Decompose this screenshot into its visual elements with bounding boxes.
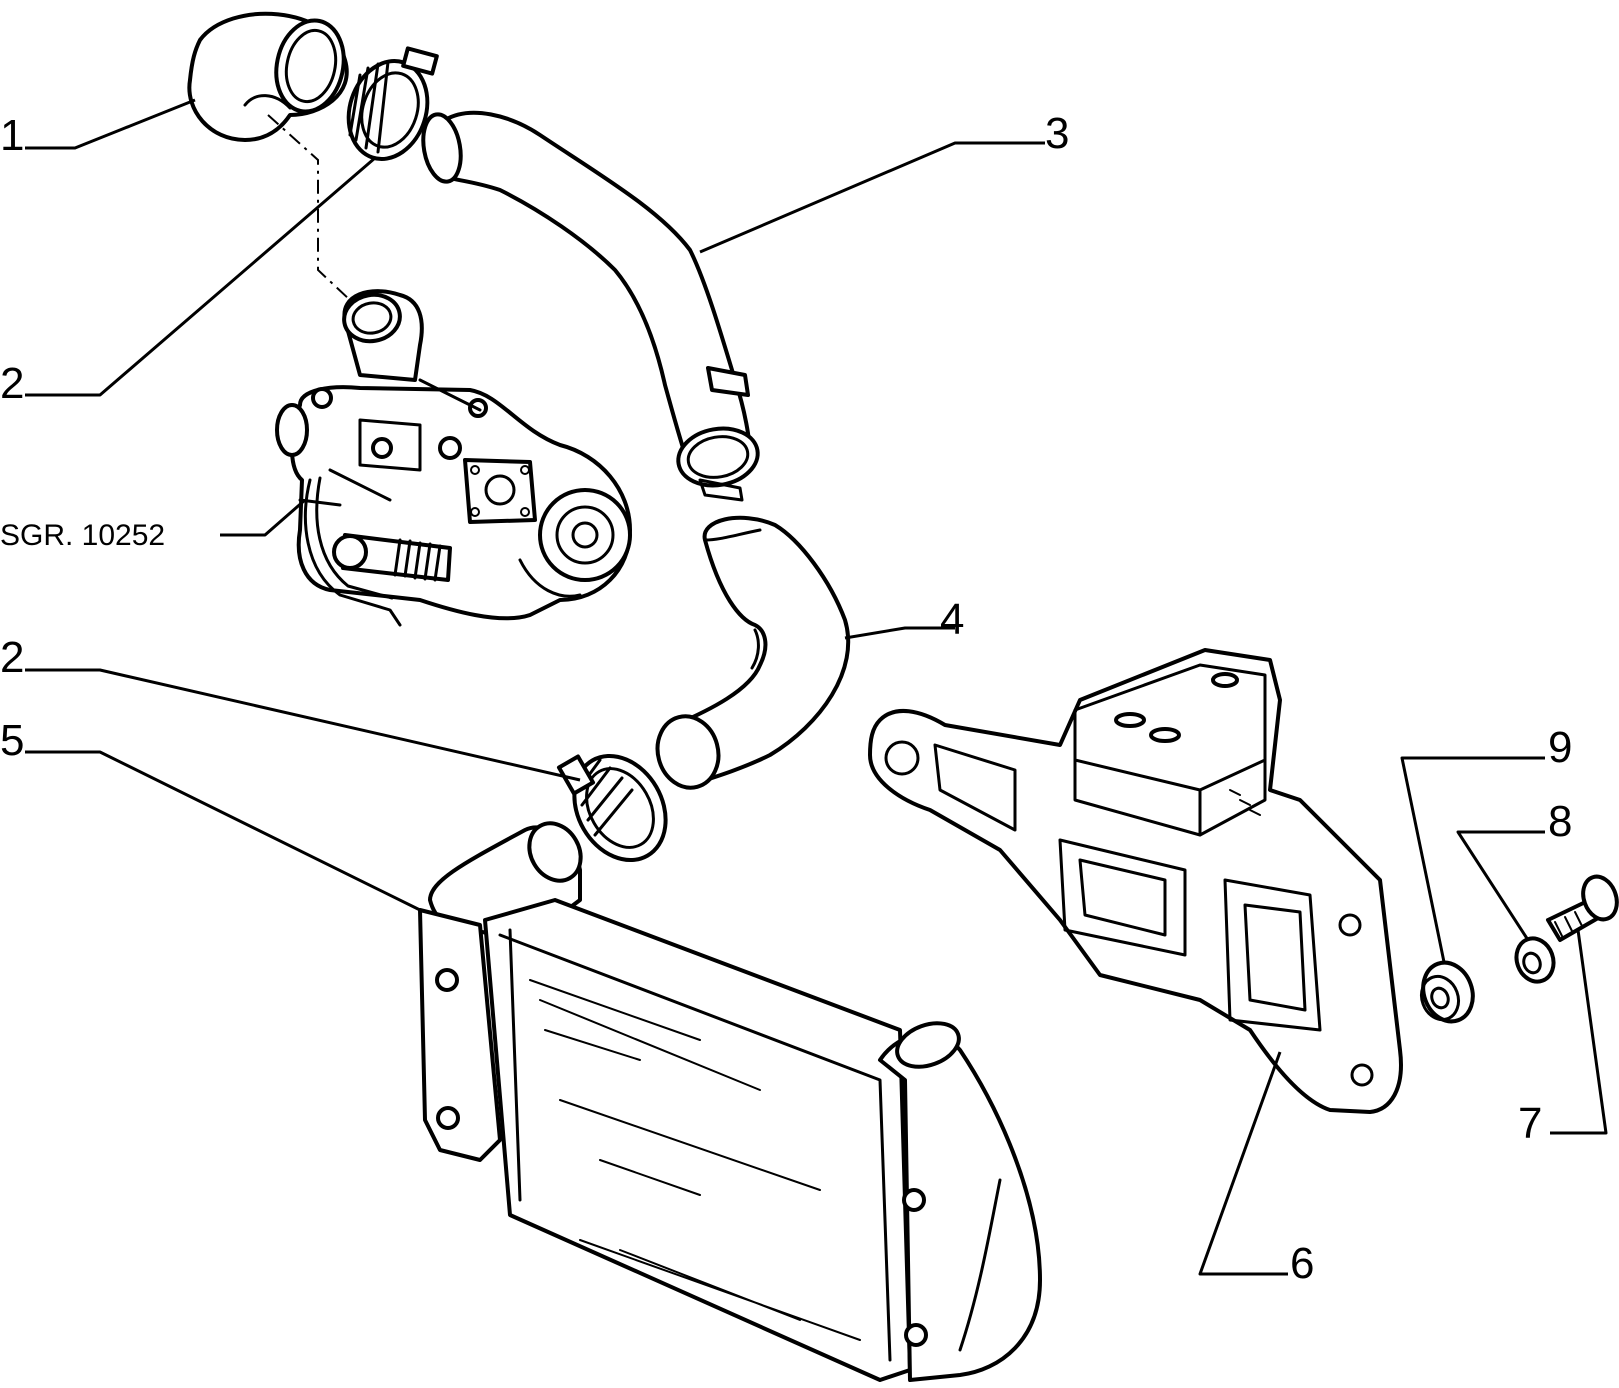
leader-lines bbox=[25, 98, 1608, 1276]
leader-1 bbox=[25, 98, 196, 150]
turbocharger-assembly bbox=[275, 289, 632, 627]
callout-1: 1 bbox=[0, 111, 24, 160]
callout-5: 5 bbox=[0, 716, 24, 765]
part-1-elbow-hose bbox=[187, 11, 349, 142]
callout-2-upper: 2 bbox=[0, 359, 24, 408]
callout-7: 7 bbox=[1518, 1099, 1542, 1148]
part-6-mounting-bracket bbox=[868, 648, 1403, 1114]
leader-9 bbox=[1400, 756, 1545, 963]
callout-9: 9 bbox=[1548, 723, 1572, 772]
callout-6: 6 bbox=[1290, 1239, 1314, 1288]
part-7-bolt bbox=[1546, 874, 1619, 942]
leader-3 bbox=[699, 141, 1045, 254]
leader-turbo-ref bbox=[220, 498, 306, 537]
callout-3: 3 bbox=[1045, 109, 1069, 158]
leader-6 bbox=[1198, 1051, 1288, 1276]
part-2-hose-clamp-upper bbox=[346, 46, 439, 161]
leader-2-upper bbox=[25, 156, 376, 397]
leader-7 bbox=[1550, 929, 1608, 1135]
leader-4 bbox=[844, 626, 955, 640]
callout-8: 8 bbox=[1548, 797, 1572, 846]
callout-labels: 1 2 3 SGR. 10252 4 2 5 9 8 7 6 bbox=[0, 109, 1572, 1288]
part-4-curved-hose bbox=[655, 515, 851, 790]
part-2-hose-clamp-lower bbox=[556, 753, 668, 863]
part-5-intercooler bbox=[418, 821, 1042, 1382]
callout-4: 4 bbox=[940, 595, 964, 644]
assembly-axis-line bbox=[267, 114, 351, 301]
leader-2-lower bbox=[25, 668, 581, 782]
callout-2-lower: 2 bbox=[0, 633, 24, 682]
leader-8 bbox=[1456, 830, 1545, 941]
leader-5 bbox=[25, 750, 421, 912]
part-3-intake-pipe bbox=[421, 110, 760, 502]
turbo-reference-label: SGR. 10252 bbox=[0, 519, 165, 552]
part-8-nut bbox=[1514, 936, 1556, 984]
part-9-rubber-grommet bbox=[1419, 960, 1475, 1024]
